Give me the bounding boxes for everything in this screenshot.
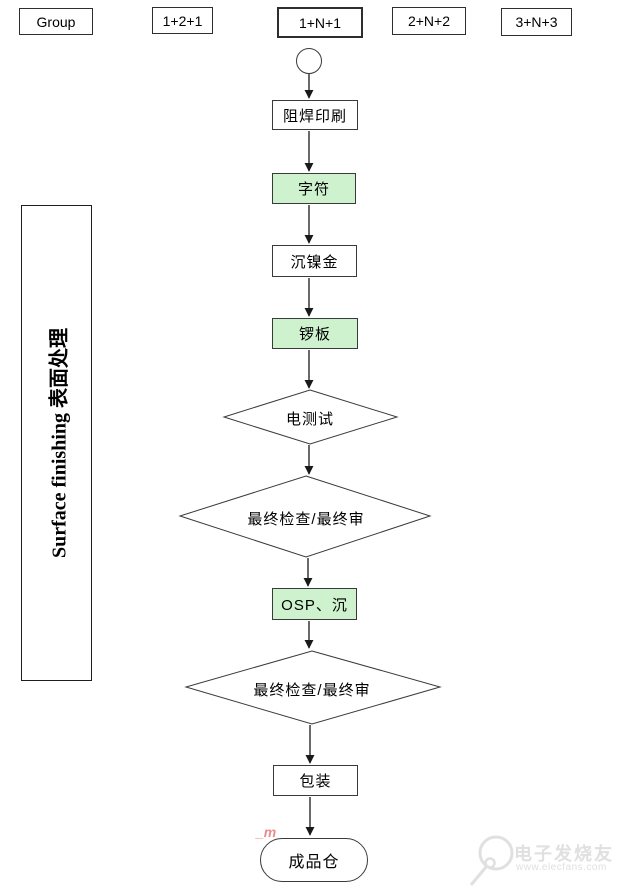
header-box-2-n-2: 2+N+2 <box>392 7 466 35</box>
header-box-3-n-3: 3+N+3 <box>501 8 572 36</box>
decision-diamonds <box>178 389 442 725</box>
header-box-1-n-1: 1+N+1 <box>277 7 363 38</box>
step-solder-mask-print: 阻焊印刷 <box>272 100 358 130</box>
step-immersion-nickel-gold: 沉镍金 <box>272 245 357 277</box>
decision-label-final-2: 最终检查/最终审 <box>253 682 371 699</box>
start-node <box>296 48 322 74</box>
connector-arrows <box>303 74 315 836</box>
watermark-brand: 电子发烧友 <box>514 844 614 864</box>
decision-diamond-final-2 <box>184 650 442 725</box>
step-packing: 包装 <box>273 765 358 796</box>
watermark-url: www.elecfans.com <box>516 862 607 873</box>
header-box-1-2-1: 1+2+1 <box>152 7 213 34</box>
decision-diamond-etest <box>222 389 399 445</box>
decision-diamond-final-1 <box>178 475 432 558</box>
scan-artifact: _m <box>256 824 277 840</box>
step-osp: OSP、沉 <box>272 588 357 620</box>
decision-label-final-1: 最终检查/最终审 <box>247 511 365 528</box>
terminator-finished-goods: 成品仓 <box>260 838 368 882</box>
stage-panel-surface-finishing: Surface finishing 表面处理 <box>21 205 92 681</box>
header-box-group: Group <box>19 8 93 35</box>
step-legend-print: 字符 <box>272 173 356 204</box>
decision-label-etest: 电测试 <box>285 411 334 428</box>
elecfans-logo-icon <box>469 835 514 886</box>
step-routing: 锣板 <box>272 318 358 349</box>
